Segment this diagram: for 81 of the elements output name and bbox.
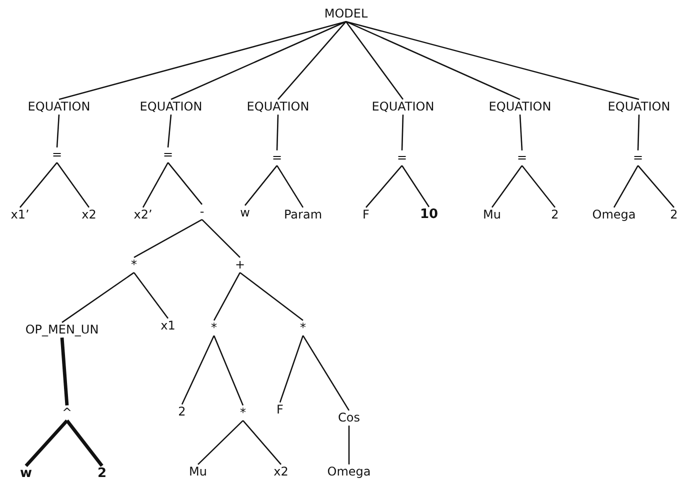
tree-branch-line [168, 162, 202, 205]
tree-node-label: Mu [189, 465, 207, 479]
tree-node-label: = [52, 148, 62, 162]
tree-node-label: 10 [420, 208, 438, 222]
tree-node-label: 2 [178, 405, 186, 419]
tree-node-label: ^ [62, 406, 72, 420]
tree-branch-line [56, 162, 90, 208]
tree-branch-line [521, 165, 556, 208]
tree-node-label: * [300, 321, 306, 335]
tree-node-label: Omega [327, 465, 371, 479]
tree-node-label: w [240, 206, 250, 220]
tree-branch-line [133, 272, 169, 319]
tree-branch-line [519, 114, 523, 150]
tree-node-label: EQUATION [140, 100, 202, 114]
tree-node-label: w [20, 466, 32, 482]
tree-branch-line [181, 335, 215, 405]
tree-branch-line [638, 165, 674, 208]
tree-node-label: * [211, 321, 217, 335]
tree-node-label: EQUATION [488, 100, 552, 114]
tree-branch-line [613, 165, 639, 208]
tree-branch-line [213, 272, 241, 321]
tree-node-label: x1 [160, 319, 176, 333]
tree-branch-line [20, 162, 58, 208]
tree-branch-line [491, 165, 523, 208]
tree-branch-line [401, 114, 404, 150]
tree-node-label: x2’ [134, 208, 152, 222]
tree-branch-line [170, 21, 346, 100]
tree-branch-line [346, 21, 520, 100]
tree-node-label: F [362, 208, 370, 222]
tree-branch-line [345, 21, 404, 100]
tree-node-label: Cos [338, 411, 360, 425]
tree-node-label: * [131, 258, 137, 272]
tree-node-label: Mu [483, 208, 501, 222]
tree-node-label: MODEL [324, 7, 368, 21]
tree-node-label: OP_MEN_UN [25, 323, 99, 337]
tree-branch-line [167, 114, 172, 148]
tree-branch-line [401, 165, 430, 208]
tree-branch-line [213, 335, 244, 406]
tree-branch-line [302, 335, 350, 411]
tree-branch-line [66, 420, 104, 467]
tree-branch-line [637, 114, 640, 150]
tree-branch-line [242, 420, 282, 465]
tree-branch-line [58, 20, 346, 100]
tree-branch-line [276, 165, 304, 208]
tree-node-label: Omega [592, 208, 636, 222]
tree-branch-line [244, 165, 278, 206]
tree-branch-line [240, 272, 304, 321]
tree-node-label: 2 [670, 208, 678, 222]
tree-node-label: = [632, 151, 644, 165]
tree-node-label: = [162, 148, 174, 162]
tree-branch-line [142, 162, 169, 208]
tree-node-label: EQUATION [28, 100, 90, 114]
tree-node-label: = [516, 151, 528, 165]
tree-branch-line [202, 219, 240, 258]
tree-branch-line [134, 219, 202, 258]
tree-branch-line [276, 114, 279, 150]
tree-node-label: - [200, 205, 204, 219]
tree-node-label: = [396, 151, 408, 165]
tree-node-label: * [240, 406, 246, 420]
tree-node-label: x2 [82, 208, 96, 222]
tree-branch-line [62, 272, 134, 323]
tree-branch-line [24, 419, 68, 467]
tree-node-label: EQUATION [246, 100, 310, 114]
tree-node-label: F [276, 403, 284, 417]
tree-branch-line [56, 114, 60, 148]
tree-branch-line [366, 165, 402, 208]
tree-node-label: 2 [551, 208, 559, 222]
tree-node-label: EQUATION [372, 100, 434, 114]
tree-node-label: EQUATION [608, 100, 670, 114]
tree-node-label: x2 [274, 465, 288, 479]
tree-branch-line [348, 426, 350, 464]
tree-node-label: 2 [97, 466, 107, 482]
tree-node-label: Param [284, 208, 322, 222]
tree-branch-line [279, 335, 304, 403]
tree-branch-line [60, 337, 69, 406]
tree-branch-line [198, 420, 244, 465]
tree-branch-line [278, 21, 346, 100]
tree-node-label: + [234, 258, 246, 272]
tree-node-label: = [272, 151, 282, 165]
tree-branch-line [346, 20, 640, 100]
tree-node-label: x1’ [10, 208, 30, 222]
